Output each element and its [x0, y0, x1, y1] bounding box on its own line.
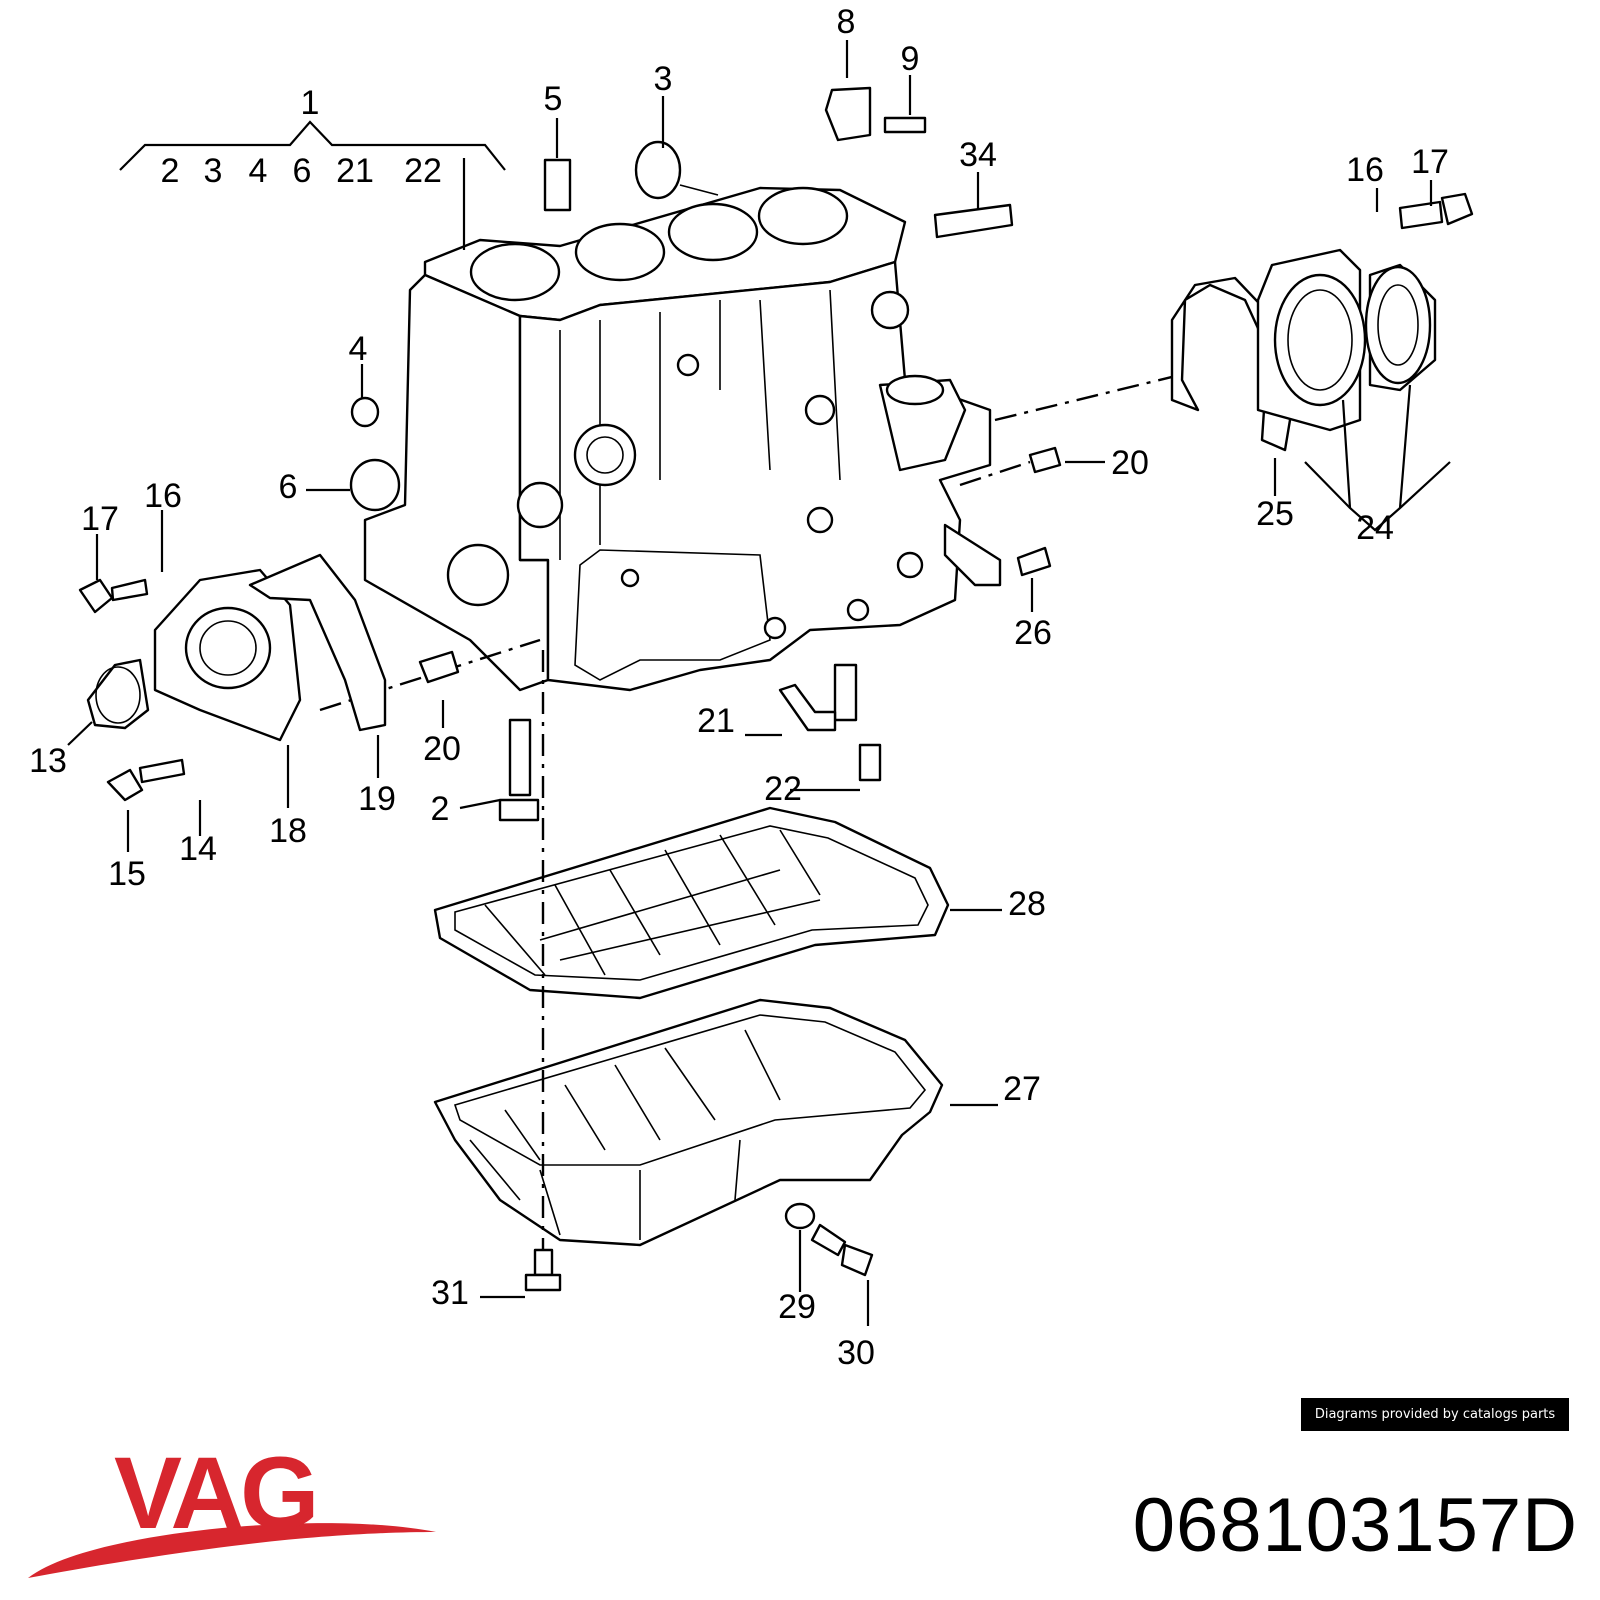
callout-9: 9 — [901, 40, 920, 78]
small-parts — [78, 86, 1474, 1292]
logo-wordmark: VAG — [114, 1440, 315, 1550]
credit-banner: Diagrams provided by catalogs parts — [1301, 1398, 1569, 1431]
callout-22: 22 — [764, 770, 802, 808]
callout-18: 18 — [269, 812, 307, 850]
callout-27: 27 — [1003, 1070, 1041, 1108]
callout-16: 16 — [1346, 151, 1384, 189]
group1-member-3: 3 — [204, 152, 223, 190]
alignment-line-rear — [994, 373, 1181, 422]
callout-17: 17 — [81, 500, 119, 538]
alignment-line-pin — [959, 460, 1031, 487]
group1-member-4: 4 — [249, 152, 268, 190]
callout-26: 26 — [1014, 614, 1052, 652]
engine-block — [363, 186, 1002, 692]
callout-31: 31 — [431, 1274, 469, 1312]
logo-swoosh — [28, 1523, 436, 1578]
part-number: 068103157D — [1132, 1483, 1578, 1568]
callout-34: 34 — [959, 136, 997, 174]
callout-20: 20 — [423, 730, 461, 768]
group1-member-22: 22 — [404, 152, 442, 190]
callout-5: 5 — [544, 80, 563, 118]
callout-19: 19 — [358, 780, 396, 818]
callout-24: 24 — [1356, 509, 1394, 547]
rear-seal-flange — [1170, 248, 1437, 452]
group1-member-6: 6 — [293, 152, 312, 190]
callout-2: 2 — [431, 790, 450, 828]
callout-6: 6 — [279, 468, 298, 506]
oil-pan-gasket — [433, 806, 950, 1000]
oil-pan — [433, 998, 944, 1247]
callout-21: 21 — [697, 702, 735, 740]
callout-20: 20 — [1111, 444, 1149, 482]
leader-lines — [67, 40, 1451, 1326]
callout-30: 30 — [837, 1334, 875, 1372]
callout-13: 13 — [29, 742, 67, 780]
callout-17: 17 — [1411, 143, 1449, 181]
callout-3: 3 — [654, 60, 673, 98]
group1-member-21: 21 — [336, 152, 374, 190]
callout-14: 14 — [179, 830, 217, 868]
callout-labels: 1234568913141516161717181920202122242526… — [29, 3, 1449, 1372]
callout-29: 29 — [778, 1288, 816, 1326]
callout-1: 1 — [301, 84, 320, 122]
callout-25: 25 — [1256, 495, 1294, 533]
front-seal-flange — [86, 553, 387, 742]
callout-28: 28 — [1008, 885, 1046, 923]
group1-member-2: 2 — [161, 152, 180, 190]
callout-4: 4 — [349, 330, 368, 368]
vag-logo: VAG — [28, 1440, 436, 1578]
callout-15: 15 — [108, 855, 146, 893]
callout-8: 8 — [837, 3, 856, 41]
callout-16: 16 — [144, 477, 182, 515]
